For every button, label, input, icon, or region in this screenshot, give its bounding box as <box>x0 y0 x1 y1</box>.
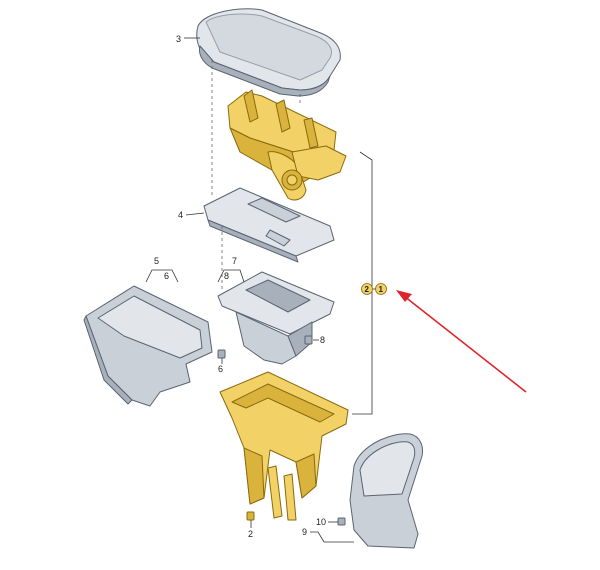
callout-6b: 6 <box>218 364 223 374</box>
callout-4: 4 <box>178 210 183 220</box>
svg-text:1: 1 <box>379 285 384 294</box>
clip-2-part <box>246 511 255 521</box>
storage-bin-part <box>217 271 335 365</box>
clip-8-part <box>304 335 313 345</box>
console-frame-part <box>219 371 349 521</box>
rear-cover-part <box>349 433 423 549</box>
callout-8b: 8 <box>320 335 325 345</box>
callout-5: 5 <box>154 256 159 266</box>
armrest-lid-part <box>196 8 341 97</box>
tray-plate-part <box>203 187 335 263</box>
callout-3: 3 <box>176 34 181 44</box>
callout-6a: 6 <box>164 271 169 281</box>
callout-7: 7 <box>232 256 237 266</box>
assembly-badge-1: 1 <box>375 283 387 295</box>
assembly-bracket <box>352 151 373 415</box>
callout-2-bottom-label: 2 <box>248 529 253 539</box>
hinge-mechanism-part <box>227 89 347 201</box>
clip-6-part <box>217 349 226 359</box>
assembly-badge-2: 2 <box>361 283 373 295</box>
svg-text:2: 2 <box>365 285 370 294</box>
callout-9: 9 <box>302 527 307 537</box>
callout-8a: 8 <box>224 271 229 281</box>
red-pointer-arrow <box>396 290 527 393</box>
callout-10: 10 <box>316 517 326 527</box>
side-trim-panel-part <box>83 285 213 407</box>
clip-10-part <box>337 517 346 526</box>
